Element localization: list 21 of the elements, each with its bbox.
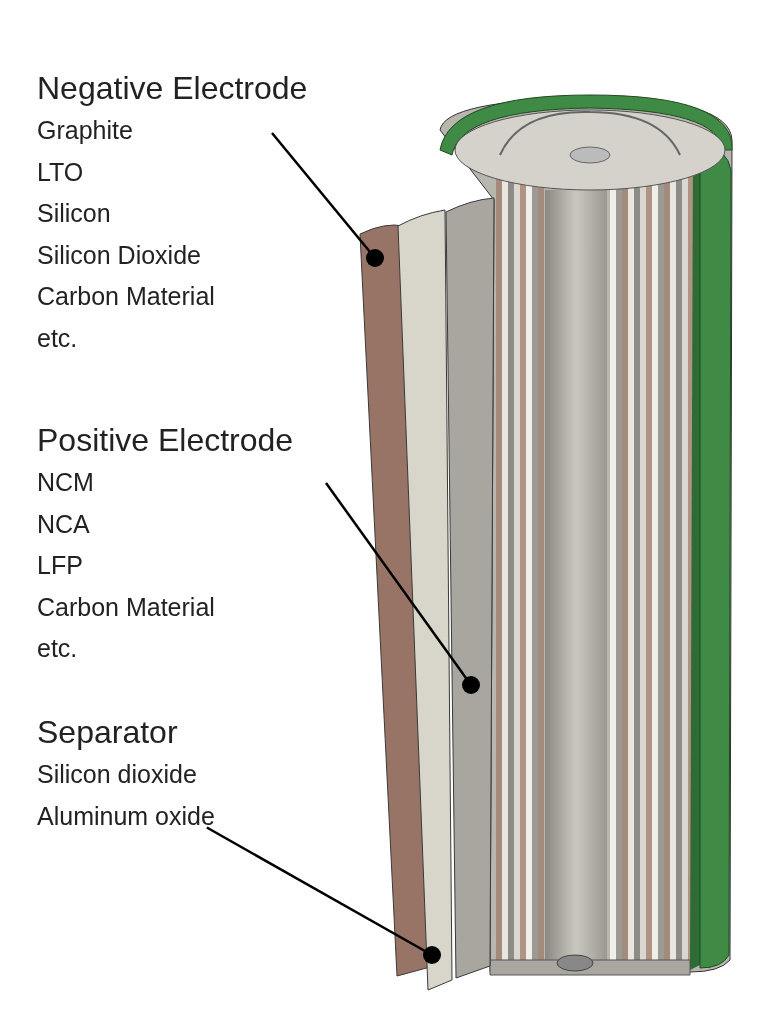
material-item: Silicon dioxide [37,759,198,790]
material-item: LTO [37,156,85,188]
component-heading: Positive Electrode [37,421,294,460]
component-heading: Negative Electrode [37,69,308,108]
material-item: etc. [37,322,79,354]
material-item: Graphite [37,115,134,146]
material-item: LFP [37,550,84,581]
material-item: NCA [37,508,91,540]
material-item: Carbon Material [37,281,216,312]
material-item: Silicon [37,198,112,229]
material-item: Aluminum oxide [37,800,215,832]
component-heading: Separator [37,713,179,752]
material-item: etc. [37,633,79,664]
separator-sheet [397,209,453,991]
leader-line [325,482,480,694]
leader-line [271,132,384,267]
positive-electrode-sheet [445,197,495,979]
material-item: NCM [37,467,95,498]
material-item: Carbon Material [37,591,216,623]
material-item: Silicon Dioxide [37,239,202,271]
leader-line [206,826,441,964]
